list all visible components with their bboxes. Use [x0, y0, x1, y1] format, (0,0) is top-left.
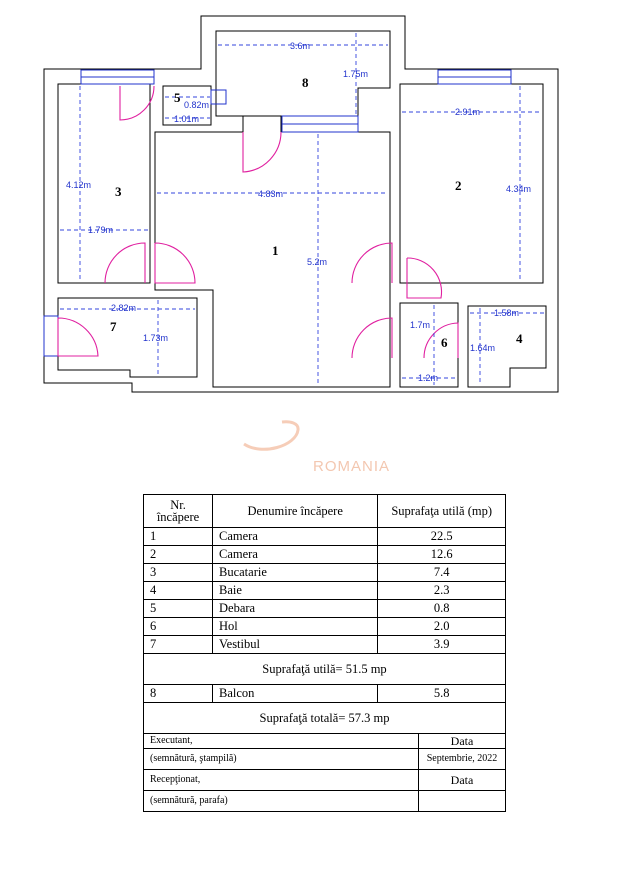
grand-total: Suprafaţă totală= 57.3 mp — [143, 702, 506, 734]
outer-wall — [43, 15, 559, 393]
table-header: Nr. încăpere Denumire încăpere Suprafaţa… — [143, 494, 506, 528]
dim-hol-length: 1.7m — [410, 320, 430, 330]
data-value: Septembrie, 2022 — [418, 748, 506, 770]
room-label-1: 1 — [272, 243, 279, 258]
dim-bath-width: 1.58m — [494, 308, 519, 318]
dim-room2-length: 4.34m — [506, 184, 531, 194]
room-label-2: 2 — [455, 178, 462, 193]
dimension-lines — [60, 33, 544, 385]
table-row: 3 Bucatarie 7.4 — [143, 563, 506, 582]
data-label-2: Data — [418, 769, 506, 791]
signature-row-executant-note: (semnătură, ştampilă) Septembrie, 2022 — [143, 748, 506, 770]
table-row: 2 Camera 12.6 — [143, 545, 506, 564]
balcony-row: 8 Balcon 5.8 — [143, 684, 506, 703]
header-area: Suprafaţa utilă (mp) — [377, 494, 506, 528]
dim-balcony-width: 3.6m — [290, 41, 310, 51]
signature-row-executant: Executant, Data — [143, 733, 506, 749]
table-row: 7 Vestibul 3.9 — [143, 635, 506, 654]
table-row: 1 Camera 22.5 — [143, 527, 506, 546]
grand-total-row: Suprafaţă totală= 57.3 mp — [143, 702, 506, 734]
room-label-7: 7 — [110, 319, 117, 334]
data-label: Data — [418, 733, 506, 749]
dim-pantry-width: 0.82m — [184, 100, 209, 110]
room-label-4: 4 — [516, 331, 523, 346]
dim-hall-width: 2.82m — [111, 303, 136, 313]
signature-row-receptionat-note: (semnătură, parafa) — [143, 790, 506, 812]
table-row: 6 Hol 2.0 — [143, 617, 506, 636]
signature-row-receptionat: Recepţionat, Data — [143, 769, 506, 791]
svg-text:ROMANIA: ROMANIA — [313, 458, 390, 475]
dim-balcony-depth: 1.75m — [343, 69, 368, 79]
dim-hall-depth: 1.73m — [143, 333, 168, 343]
pantry-outline — [162, 85, 212, 126]
dim-kitchen-width: 1.79m — [88, 225, 113, 235]
doors — [57, 85, 459, 359]
dim-pantry-length: 1.01m — [174, 114, 199, 124]
room1-outline — [154, 115, 391, 388]
hol-outline — [399, 302, 459, 388]
balcony-outline — [215, 30, 391, 117]
table-row: 5 Debara 0.8 — [143, 599, 506, 618]
vestibul-outline — [57, 297, 198, 378]
dim-room1-length: 5.2m — [307, 257, 327, 267]
dim-bath-length: 1.64m — [470, 343, 495, 353]
room-label-6: 6 — [441, 335, 448, 350]
room-label-3: 3 — [115, 184, 122, 199]
floor-plan: 3.6m 1.75m 0.82m 1.01m 2.91m 4.34m 4.12m… — [43, 15, 559, 393]
table-row: 4 Baie 2.3 — [143, 581, 506, 600]
header-name: Denumire încăpere — [211, 494, 379, 528]
room-label-5: 5 — [174, 90, 181, 105]
header-nr: Nr. încăpere — [143, 494, 213, 528]
watermark-layer: ROMANIA — [243, 420, 390, 475]
windows — [43, 69, 512, 357]
dim-room2-width: 2.91m — [455, 107, 480, 117]
dim-room1-width: 4.83m — [258, 189, 283, 199]
receptionat-note: (semnătură, parafa) — [143, 790, 419, 812]
rooms-table: Nr. încăpere Denumire încăpere Suprafaţa… — [143, 494, 506, 812]
useful-total: Suprafaţă utilă= 51.5 mp — [143, 653, 506, 685]
useful-total-row: Suprafaţă utilă= 51.5 mp — [143, 653, 506, 685]
executant-note: (semnătură, ştampilă) — [143, 748, 419, 770]
dim-hol-width: 1.2m — [418, 373, 438, 383]
bath-outline — [467, 305, 547, 388]
room-label-8: 8 — [302, 75, 309, 90]
receptionat-label: Recepţionat, — [143, 769, 419, 791]
executant-label: Executant, — [143, 733, 419, 749]
dim-kitchen-length: 4.12m — [66, 180, 91, 190]
